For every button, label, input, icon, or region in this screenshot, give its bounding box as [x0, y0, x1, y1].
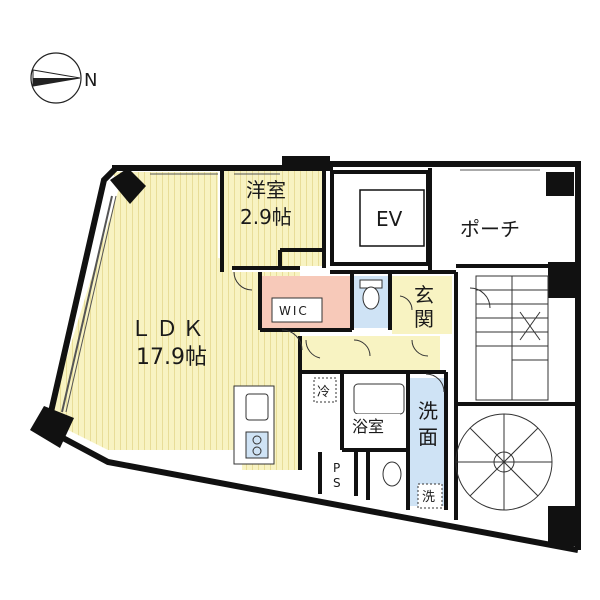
bathroom-label-box	[348, 414, 400, 438]
entrance-name-bottom: 関	[414, 307, 434, 331]
fridge-box	[313, 377, 337, 403]
column-sw	[30, 406, 74, 448]
column-e-mid	[548, 262, 578, 298]
wic-label-box	[271, 297, 323, 323]
compass-needle-fill	[33, 78, 80, 86]
interior-walls	[220, 168, 578, 520]
elevator-car	[359, 189, 425, 247]
column-ne	[546, 172, 574, 196]
north-label: N	[84, 70, 97, 91]
north-windows	[150, 169, 540, 175]
ldk-name: ＬＤＫ	[130, 317, 208, 342]
doors	[233, 271, 491, 393]
porch-name: ポーチ	[460, 217, 520, 241]
stairs-straight	[475, 275, 549, 401]
fridge-label: 冷	[317, 385, 330, 400]
pipe-space-top: P	[333, 461, 340, 475]
wash-basin-icon	[382, 461, 402, 487]
entrance-floor	[392, 276, 452, 334]
pipe-space-bottom: S	[333, 476, 341, 490]
kitchen-counter	[233, 385, 275, 465]
bathtub-icon	[353, 383, 405, 415]
column-north-mid	[282, 156, 330, 170]
wic-name: WIC	[279, 304, 309, 318]
west-window	[61, 195, 113, 413]
south-wall	[46, 427, 579, 553]
washroom-name-bottom: 面	[418, 425, 438, 449]
sink-icon	[245, 393, 269, 421]
washer-box	[417, 483, 443, 509]
western-room-size: 2.9帖	[240, 205, 292, 229]
washroom-name-top: 洗	[418, 399, 438, 423]
western-room-name: 洋室	[246, 178, 286, 202]
bathroom-name: 浴室	[352, 417, 384, 436]
column-se	[548, 506, 578, 546]
west-wall	[45, 165, 119, 426]
elevator-name: EV	[376, 207, 403, 231]
spiral-stairs	[455, 413, 553, 511]
ldk-size: 17.9帖	[136, 345, 207, 370]
toilet-icon	[359, 279, 383, 310]
washer-label: 洗	[422, 490, 435, 505]
column-nw	[110, 168, 146, 204]
stove-icon	[245, 431, 269, 459]
compass: N	[30, 52, 97, 104]
entrance-name-top: 玄	[414, 283, 434, 307]
west-window-inner	[65, 195, 117, 413]
